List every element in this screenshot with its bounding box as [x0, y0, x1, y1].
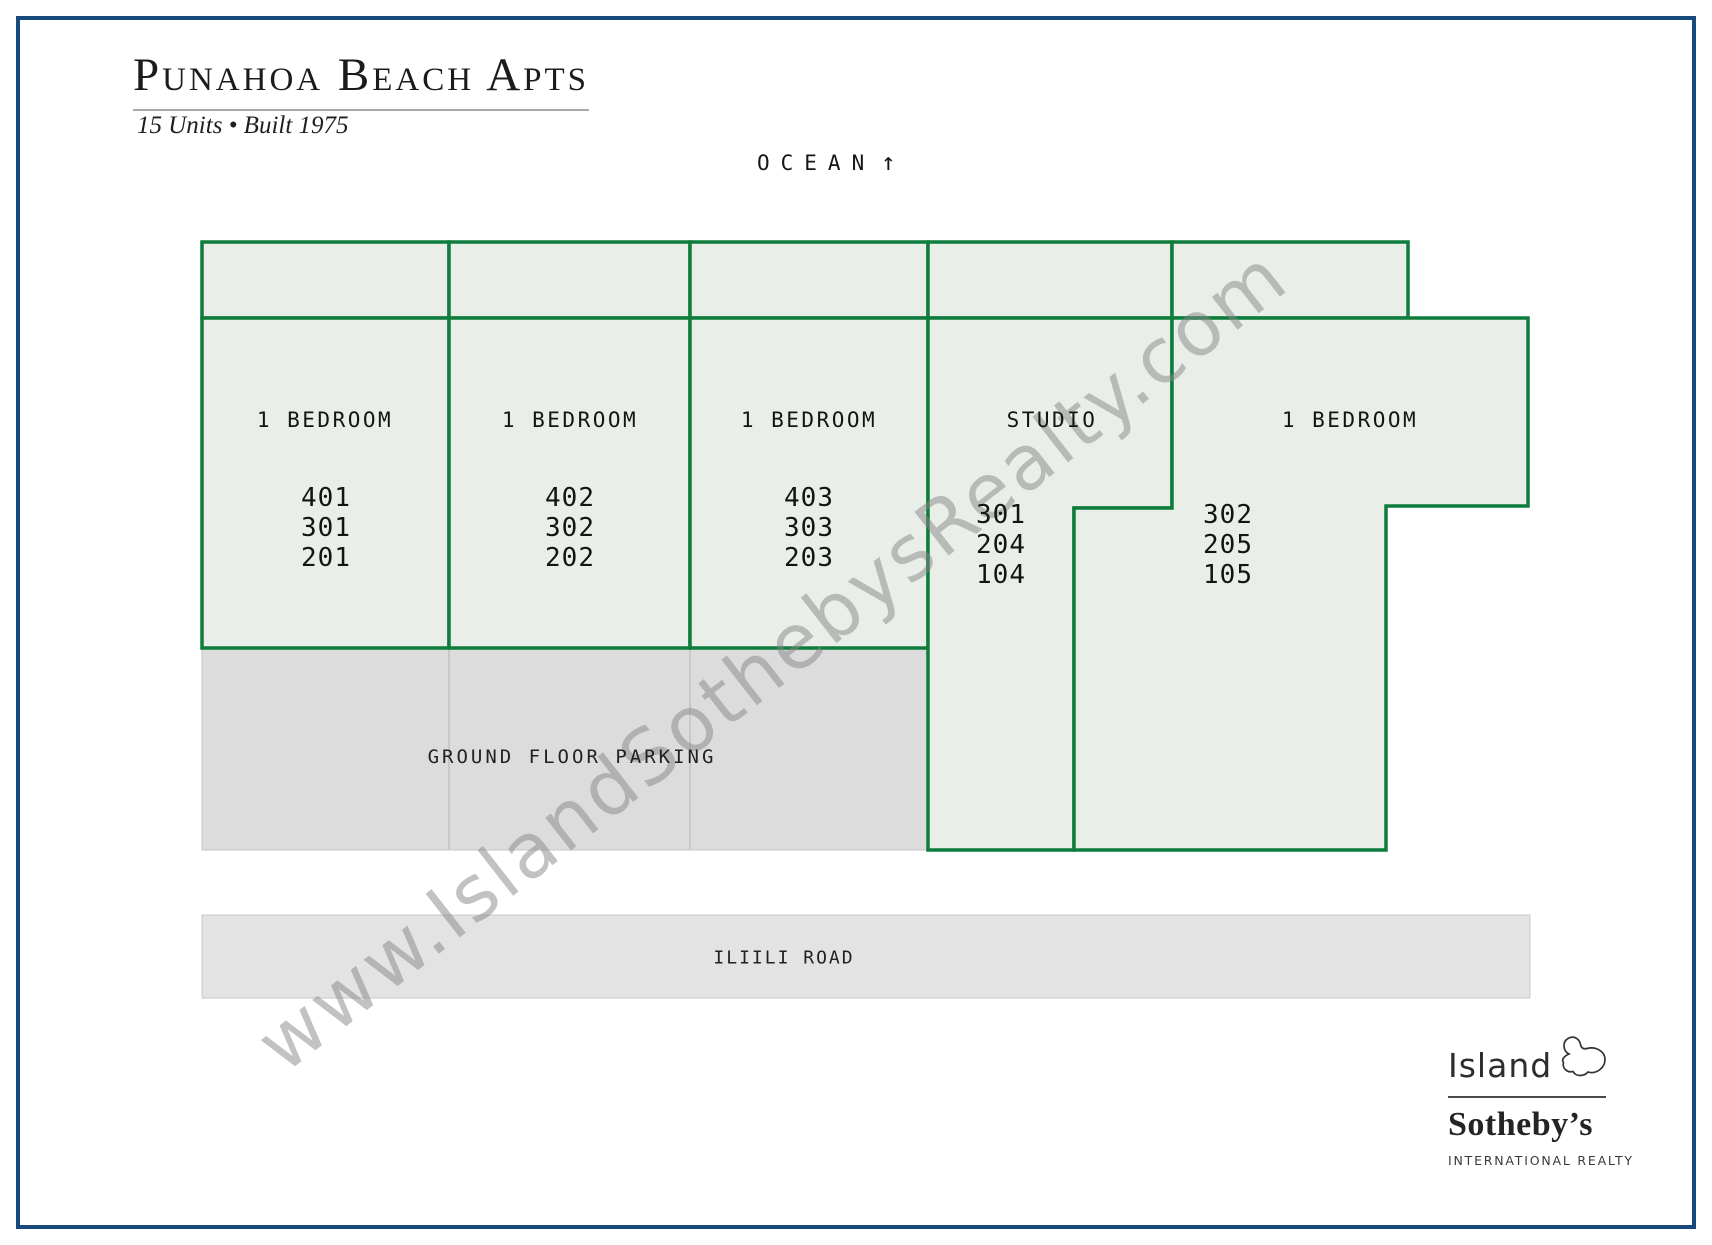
lanai-cell-4	[926, 240, 1174, 320]
unit-numbers: 402 302 202	[545, 483, 595, 573]
unit-numbers: 302 205 105	[1203, 500, 1253, 590]
lanai-cell-3	[688, 240, 930, 320]
logo-divider-line	[1448, 1096, 1606, 1098]
lanai-cell-1	[200, 240, 451, 320]
unit-numbers: 401 301 201	[301, 483, 351, 573]
unit-type-label: 1 BEDROOM	[501, 408, 639, 432]
unit-type-label: STUDIO	[1006, 408, 1098, 432]
unit-number: 205	[1203, 530, 1253, 560]
road-shape	[201, 914, 1531, 999]
logo-international-realty-text: INTERNATIONAL REALTY	[1448, 1153, 1634, 1168]
unit-number: 401	[301, 483, 351, 513]
logo-island-text: Island	[1448, 1046, 1553, 1085]
unit-numbers: 301 204 104	[976, 500, 1026, 590]
page-title: Punahoa Beach Apts	[133, 49, 590, 101]
unit-number: 203	[784, 543, 834, 573]
ocean-direction-label: OCEAN↑	[757, 148, 896, 176]
unit-numbers: 403 303 203	[784, 483, 834, 573]
unit-number: 402	[545, 483, 595, 513]
unit-block-402-302-202	[447, 316, 692, 650]
unit-type-label: 1 BEDROOM	[256, 408, 394, 432]
north-arrow-icon: ↑	[881, 148, 896, 176]
lanai-cell-2	[447, 240, 692, 320]
page-subtitle: 15 Units • Built 1975	[137, 112, 349, 139]
logo-sothebys-text: Sotheby’s	[1448, 1106, 1593, 1143]
unit-number: 302	[1203, 500, 1253, 530]
unit-type-label: 1 BEDROOM	[740, 408, 878, 432]
title-underline	[133, 109, 589, 111]
unit-number: 403	[784, 483, 834, 513]
ocean-label: OCEAN	[757, 151, 876, 175]
unit-block-401-301-201	[200, 316, 451, 650]
unit-number: 105	[1203, 560, 1253, 590]
unit-number: 201	[301, 543, 351, 573]
lanai-cell-5	[1170, 240, 1410, 320]
road-label: ILIILI ROAD	[713, 947, 855, 969]
unit-number: 302	[545, 513, 595, 543]
unit-number: 301	[301, 513, 351, 543]
unit-block-1bedroom-right	[1072, 316, 1530, 852]
parking-label: GROUND FLOOR PARKING	[427, 746, 717, 768]
unit-number: 303	[784, 513, 834, 543]
unit-number: 104	[976, 560, 1026, 590]
unit-number: 202	[545, 543, 595, 573]
maui-island-outline-icon	[1561, 1036, 1606, 1077]
unit-type-label: 1 BEDROOM	[1281, 408, 1419, 432]
unit-number: 301	[976, 500, 1026, 530]
unit-number: 204	[976, 530, 1026, 560]
